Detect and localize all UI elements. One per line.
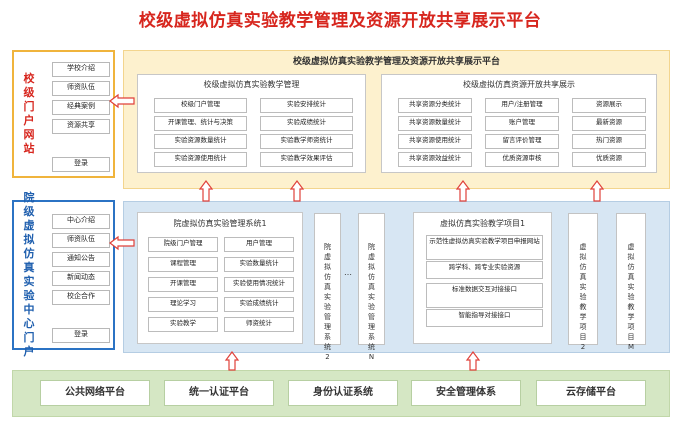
school-mgmt-title: 校级虚拟仿真实验教学管理: [203, 80, 300, 89]
unified-auth-platform[interactable]: 统一认证平台: [164, 380, 274, 406]
school-portal: 校级门户网站 学校介绍 师资队伍 经典案例 资源共享 登录: [12, 50, 115, 178]
share-cell[interactable]: 用户/注册管理: [485, 98, 559, 113]
share-cell[interactable]: 优质资源审核: [485, 152, 559, 167]
arrow-up-icon: [455, 180, 471, 202]
arrow-up-icon: [224, 351, 240, 371]
share-cell[interactable]: 共享资源使用统计: [398, 134, 472, 149]
college-portal-item[interactable]: 通知公告: [52, 252, 110, 267]
share-cell[interactable]: 最新资源: [572, 116, 646, 131]
arrow-up-icon: [198, 180, 214, 202]
sys1-cell[interactable]: 实验数量统计: [224, 257, 294, 272]
arrow-up-icon: [465, 351, 481, 371]
project-cell[interactable]: 跨学科、跨专业实验资源: [426, 261, 543, 279]
sys1-cell[interactable]: 实验成绩统计: [224, 297, 294, 312]
school-platform-title: 校级虚拟仿真实验教学管理及资源开放共享展示平台: [292, 57, 500, 67]
sys1-cell[interactable]: 实验使用情况统计: [224, 277, 294, 292]
arrow-left-icon: [109, 93, 135, 109]
college-portal-item[interactable]: 中心介绍: [52, 214, 110, 229]
school-login-button[interactable]: 登录: [52, 157, 110, 172]
school-share-module: 校级虚拟仿真资源开放共享展示 共享资源分类统计用户/注册管理资源展示共享资源数量…: [381, 74, 657, 173]
mgmt-cell[interactable]: 实验成绩统计: [260, 116, 353, 131]
arrow-up-icon: [289, 180, 305, 202]
teaching-project-1: 虚拟仿真实验教学项目1 示范性虚拟仿真实验教学项目申报网站跨学科、跨专业实验资源…: [413, 212, 552, 344]
mgmt-cell[interactable]: 开课管理、统计与决策: [154, 116, 247, 131]
sys1-cell[interactable]: 师资统计: [224, 317, 294, 332]
arrow-up-icon: [589, 180, 605, 202]
sys1-cell[interactable]: 课程管理: [148, 257, 218, 272]
college-portal-item[interactable]: 新闻动态: [52, 271, 110, 286]
share-cell[interactable]: 优质资源: [572, 152, 646, 167]
page-title: 校级虚拟仿真实验教学管理及资源开放共享展示平台: [138, 11, 542, 31]
school-portal-item[interactable]: 师资队伍: [52, 81, 110, 96]
share-cell[interactable]: 共享资源数量统计: [398, 116, 472, 131]
ellipsis: …: [344, 268, 352, 277]
arrow-left-icon: [109, 235, 135, 251]
school-portal-title-text: 校级门户网站: [23, 72, 35, 155]
project-cell[interactable]: 示范性虚拟仿真实验教学项目申报网站: [426, 235, 543, 260]
college-portal: 院级虚拟仿真实验中心门户 中心介绍 师资队伍 通知公告 新闻动态 校企合作 登录: [12, 191, 115, 358]
school-portal-item[interactable]: 经典案例: [52, 100, 110, 115]
school-portal-title: 校级门户网站: [18, 67, 40, 161]
mgmt-cell[interactable]: 实验安排统计: [260, 98, 353, 113]
sys1-cell[interactable]: 开课管理: [148, 277, 218, 292]
project-cell[interactable]: 智能指导对接接口: [426, 309, 543, 327]
college-portal-item[interactable]: 校企合作: [52, 290, 110, 305]
cloud-storage-platform[interactable]: 云存储平台: [536, 380, 646, 406]
share-cell[interactable]: 留言评价管理: [485, 134, 559, 149]
share-cell[interactable]: 热门资源: [572, 134, 646, 149]
teaching-project-1-title: 虚拟仿真实验教学项目1: [439, 219, 526, 228]
college-portal-title: 院级虚拟仿真实验中心门户: [18, 191, 40, 358]
mgmt-cell[interactable]: 实验教学效果评估: [260, 152, 353, 167]
college-login-button[interactable]: 登录: [52, 328, 110, 343]
mgmt-cell[interactable]: 实验资源使用统计: [154, 152, 247, 167]
sys1-cell[interactable]: 院级门户管理: [148, 237, 218, 252]
mgmt-cell[interactable]: 实验资源数量统计: [154, 134, 247, 149]
college-mgmt-system-1: 院虚拟仿真实验管理系统1 院级门户管理用户管理课程管理实验数量统计开课管理实验使…: [137, 212, 303, 344]
share-cell[interactable]: 共享资源分类统计: [398, 98, 472, 113]
share-cell[interactable]: 资源展示: [572, 98, 646, 113]
share-cell[interactable]: 账户管理: [485, 116, 559, 131]
school-mgmt-module: 校级虚拟仿真实验教学管理 校级门户管理实验安排统计开课管理、统计与决策实验成绩统…: [137, 74, 366, 173]
school-share-title: 校级虚拟仿真资源开放共享展示: [463, 80, 575, 89]
school-portal-item[interactable]: 资源共享: [52, 119, 110, 134]
college-mgmt-system-1-title: 院虚拟仿真实验管理系统1: [173, 219, 267, 228]
sys1-cell[interactable]: 实验教学: [148, 317, 218, 332]
identity-auth-system[interactable]: 身份认证系统: [288, 380, 398, 406]
project-cell[interactable]: 标准数据交互对接接口: [426, 283, 543, 308]
college-portal-title-text: 院级虚拟仿真实验中心门户: [23, 191, 35, 358]
sys1-cell[interactable]: 理论学习: [148, 297, 218, 312]
sys1-cell[interactable]: 用户管理: [224, 237, 294, 252]
mgmt-cell[interactable]: 校级门户管理: [154, 98, 247, 113]
share-cell[interactable]: 共享资源效益统计: [398, 152, 472, 167]
public-network-platform[interactable]: 公共网络平台: [40, 380, 150, 406]
mgmt-cell[interactable]: 实验教学师资统计: [260, 134, 353, 149]
security-management-system[interactable]: 安全管理体系: [411, 380, 521, 406]
college-portal-item[interactable]: 师资队伍: [52, 233, 110, 248]
school-portal-item[interactable]: 学校介绍: [52, 62, 110, 77]
